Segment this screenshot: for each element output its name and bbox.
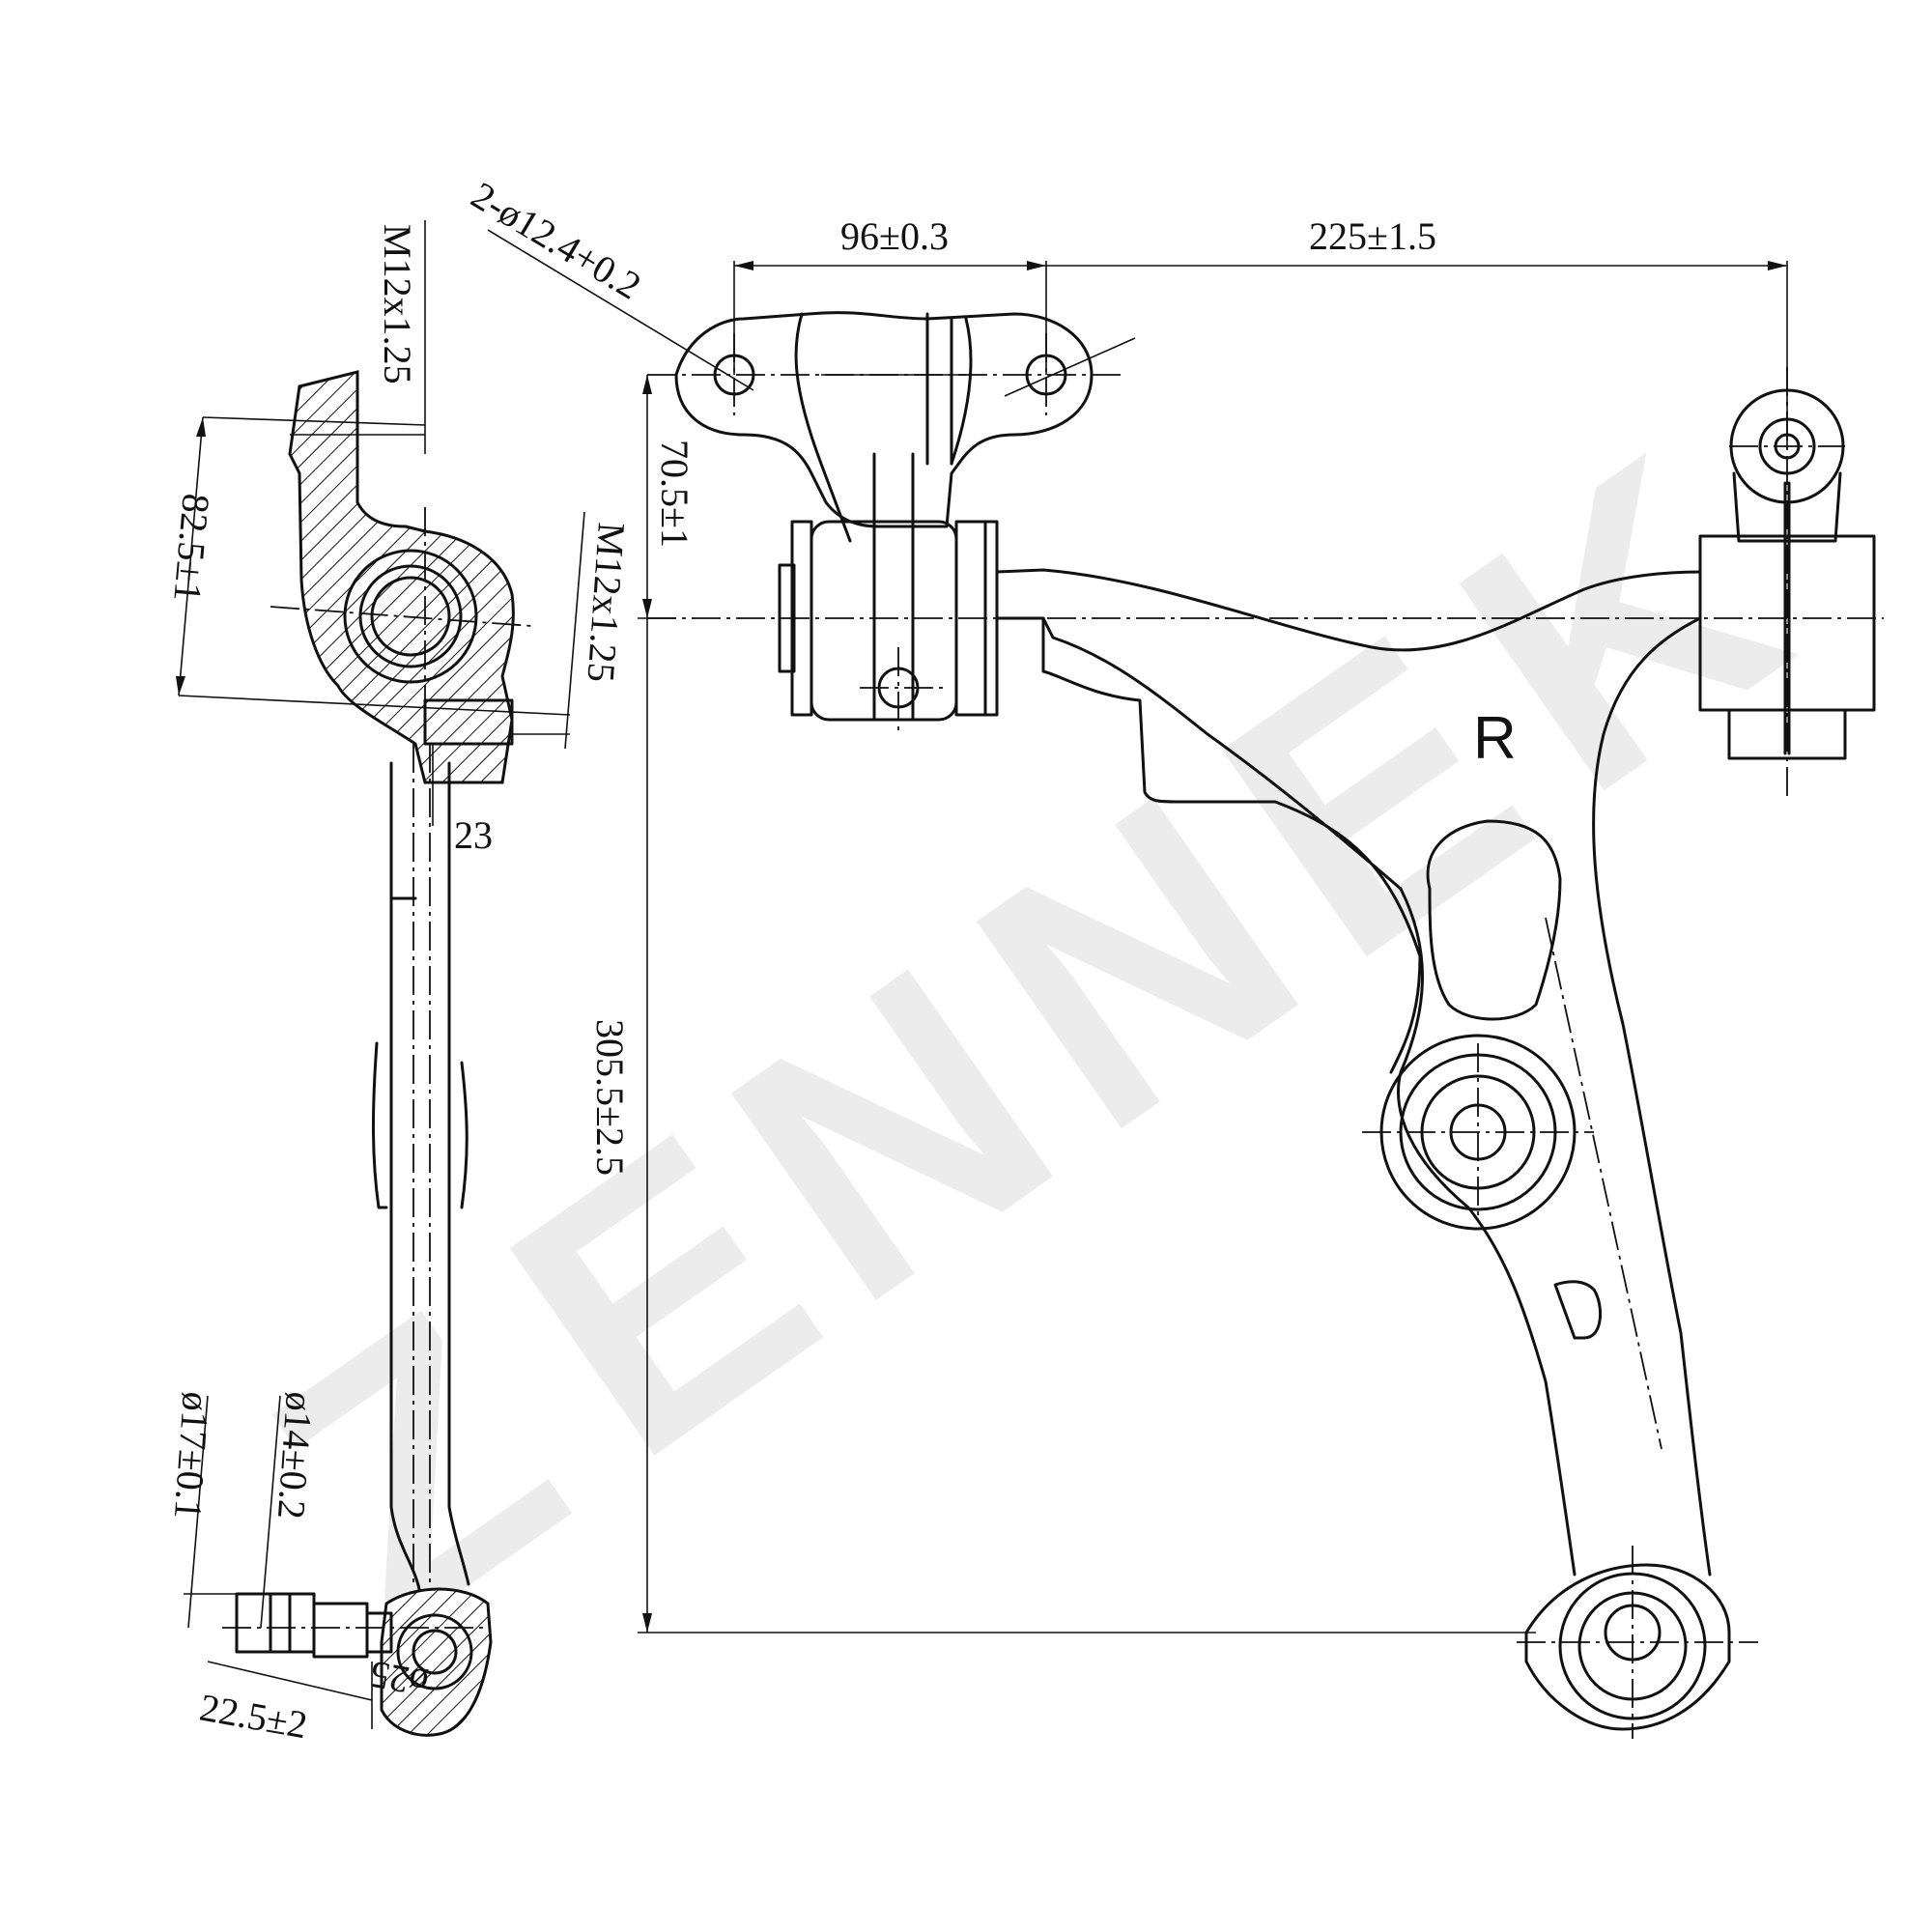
thread-upper-dim: M12x1.25: [376, 224, 419, 384]
control-arm-side-view: ø25: [222, 370, 532, 1737]
front-bushing: [778, 452, 999, 734]
width-dim: 225±1.5: [1309, 214, 1436, 258]
overall-height-dim: 305.5±2.5: [588, 1019, 632, 1176]
dia-14-dim: ø14±0.2: [270, 1390, 322, 1520]
side-label: R: [1473, 705, 1517, 772]
bushing-height-dim: 70.5±1: [653, 440, 696, 548]
middle-bushing: [1362, 1034, 1594, 1231]
control-arm-front-view: R: [647, 311, 1884, 1739]
thread-lower-dim: M12x1.25: [579, 521, 633, 683]
ball-dia-dim: ø25: [367, 1653, 432, 1706]
watermark: Z E N N E K: [207, 381, 1846, 1700]
upper-mount-section: [288, 370, 515, 784]
length-225-dim: 22.5±2: [196, 1686, 310, 1747]
ball-joint: [1517, 1546, 1758, 1739]
dia-17-dim: ø17±0.1: [166, 1390, 218, 1520]
length-23-dim: 23: [454, 813, 493, 857]
hole-spec-dim: 2-ø12.4+0.2: [464, 173, 648, 307]
mount-spacing-dim: 96±0.3: [840, 214, 949, 258]
dimensions-side: M12x1.25 82.5±1 M12x1.25 23 ø17±0.1 ø14±…: [165, 220, 634, 1747]
mounting-bracket: [647, 311, 1125, 543]
offset-dim: 82.5±1: [165, 492, 218, 603]
